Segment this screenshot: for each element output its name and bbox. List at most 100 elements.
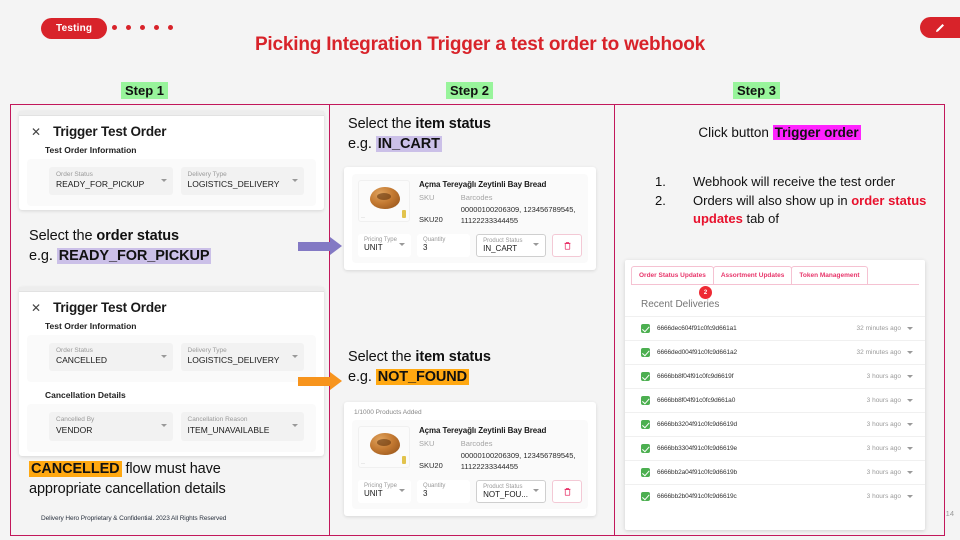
product-card-in-cart: — Açma Tereyağlı Zeytinli Bay Bread SKU …	[344, 167, 596, 270]
status-check-icon	[641, 396, 650, 405]
image-corner-label: —	[361, 214, 365, 219]
table-row[interactable]: 6666bb2a04f91c0fc9d6619b 3 hours ago	[625, 460, 925, 484]
annotation-line-1: Select the item status	[348, 115, 598, 135]
tab-assortment-updates[interactable]: Assortment Updates	[712, 266, 793, 284]
field-value: 3	[423, 242, 428, 252]
delete-product-button[interactable]	[552, 479, 582, 503]
page-number: 14	[945, 509, 954, 518]
highlight-ready-for-pickup: READY_FOR_PICKUP	[56, 247, 212, 264]
arrow-head	[330, 237, 342, 255]
chevron-down-icon[interactable]	[907, 447, 913, 450]
list-text-pre: Orders will also show up in	[693, 193, 852, 209]
cancelled-by-select[interactable]: Cancelled By VENDOR	[49, 412, 173, 441]
products-added-counter: 1/1000 Products Added	[354, 409, 422, 416]
annotation-bold: item status	[415, 349, 491, 365]
instruction-text: Click button	[698, 125, 773, 140]
highlight-trigger-order: Trigger order	[772, 125, 861, 140]
annotation-line-1: Select the item status	[348, 348, 598, 368]
product-name: Açma Tereyağlı Zeytinli Bay Bread	[419, 426, 547, 435]
image-corner-marker	[402, 210, 406, 218]
panel-step-1: ✕ Trigger Test Order Test Order Informat…	[10, 104, 330, 536]
step-label-2: Step 2	[446, 82, 494, 99]
pricing-type-select[interactable]: Pricing Type UNIT	[358, 233, 412, 257]
tab-token-management[interactable]: Token Management	[791, 266, 868, 284]
annotation-line-1: CANCELLED flow must have	[29, 460, 319, 480]
card-topbar	[19, 111, 324, 116]
trigger-test-order-card-a: ✕ Trigger Test Order Test Order Informat…	[19, 111, 324, 211]
pricing-type-select[interactable]: Pricing Type UNIT	[358, 479, 412, 503]
delivery-time: 3 hours ago	[866, 469, 901, 476]
field-label: Order Status	[56, 171, 93, 178]
chevron-down-icon	[533, 243, 539, 247]
dot	[168, 25, 173, 30]
table-row[interactable]: 6666dec604f91c0fc9d661a1 32 minutes ago	[625, 316, 925, 340]
list-text-post: tab of	[742, 210, 779, 226]
delivery-type-select[interactable]: Delivery Type LOGISTICS_DELIVERY	[180, 167, 304, 196]
table-row[interactable]: 6666ded004f91c0fc9d661a2 32 minutes ago	[625, 340, 925, 364]
chevron-down-icon	[533, 489, 539, 493]
chevron-down-icon[interactable]	[907, 327, 913, 330]
field-label: Quantity	[423, 482, 446, 489]
delivery-type-select[interactable]: Delivery Type LOGISTICS_DELIVERY	[180, 343, 304, 372]
table-row[interactable]: 6666bb2b04f91c0fc9d6619c 3 hours ago	[625, 484, 925, 508]
delivery-id: 6666bb2b04f91c0fc9d6619c	[657, 493, 737, 500]
order-status-select[interactable]: Order Status READY_FOR_PICKUP	[49, 167, 173, 196]
barcodes-column: Barcodes 00000100206309, 123456789545, 1…	[461, 192, 582, 227]
annotation-line-2: e.g. NOT_FOUND	[348, 368, 598, 388]
fields-group-cancellation: Cancelled By VENDOR Cancellation Reason …	[27, 404, 316, 452]
status-check-icon	[641, 324, 650, 333]
cancellation-reason-select[interactable]: Cancellation Reason ITEM_UNAVAILABLE	[180, 412, 304, 441]
table-row[interactable]: 6666bb3204f91c0fc9d6619d 3 hours ago	[625, 412, 925, 436]
field-label: Order Status	[56, 347, 93, 354]
step-label-1: Step 1	[121, 82, 169, 99]
list-number: 1.	[655, 174, 666, 189]
order-status-select[interactable]: Order Status CANCELLED	[49, 343, 173, 372]
close-icon[interactable]: ✕	[31, 124, 42, 139]
chevron-down-icon[interactable]	[907, 423, 913, 426]
field-value: UNIT	[364, 488, 383, 498]
field-value: LOGISTICS_DELIVERY	[187, 355, 280, 366]
sku-value: SKU20	[419, 460, 443, 470]
annotation-line-2: e.g. READY_FOR_PICKUP	[29, 247, 319, 267]
chevron-down-icon	[292, 179, 298, 183]
status-check-icon	[641, 372, 650, 381]
section-title: Test Order Information	[45, 145, 137, 155]
chevron-down-icon[interactable]	[907, 351, 913, 354]
tab-order-status-updates[interactable]: Order Status Updates	[631, 266, 714, 284]
sku-column: SKU SKU20	[419, 192, 443, 227]
arrow-shaft	[298, 241, 330, 251]
quantity-input[interactable]: Quantity 3	[417, 479, 471, 503]
delete-product-button[interactable]	[552, 233, 582, 257]
chevron-down-icon[interactable]	[907, 495, 913, 498]
step-label-3: Step 3	[733, 82, 781, 99]
chevron-down-icon[interactable]	[907, 375, 913, 378]
quantity-input[interactable]: Quantity 3	[417, 233, 471, 257]
dot	[126, 25, 131, 30]
product-card-not-found: 1/1000 Products Added — Açma Tereyağlı Z…	[344, 402, 596, 516]
card-title: Trigger Test Order	[53, 124, 167, 139]
table-row[interactable]: 6666bb8f04f91c0fc9d661a0 3 hours ago	[625, 388, 925, 412]
pen-icon-tab[interactable]	[920, 17, 960, 38]
card-header: ✕ Trigger Test Order	[19, 116, 324, 139]
close-icon[interactable]: ✕	[31, 300, 42, 315]
section-title: Test Order Information	[45, 321, 137, 331]
product-status-select[interactable]: Product Status IN_CART	[476, 233, 546, 257]
pen-icon	[936, 23, 944, 32]
table-row[interactable]: 6666bb3304f91c0fc9d6619e 3 hours ago	[625, 436, 925, 460]
status-check-icon	[641, 444, 650, 453]
panel-step-3: Click button Trigger order 1. Webhook wi…	[615, 104, 945, 536]
tab-bar: Order Status Updates Assortment Updates …	[625, 260, 925, 284]
image-corner-label: —	[361, 460, 365, 465]
delivery-id: 6666dec604f91c0fc9d661a1	[657, 325, 737, 332]
product-detail-block: — Açma Tereyağlı Zeytinli Bay Bread SKU …	[352, 420, 588, 509]
barcodes-header: Barcodes	[460, 193, 493, 202]
annotation-bold: item status	[415, 116, 491, 132]
delivery-id: 6666bb2a04f91c0fc9d6619b	[657, 469, 738, 476]
chevron-down-icon[interactable]	[907, 399, 913, 402]
table-row[interactable]: 6666bb8f04f91c0fc9d6619f 3 hours ago	[625, 364, 925, 388]
field-row: Order Status READY_FOR_PICKUP Delivery T…	[27, 160, 316, 205]
testing-badge: Testing	[41, 18, 108, 39]
bread-illustration	[370, 433, 400, 455]
chevron-down-icon[interactable]	[907, 471, 913, 474]
product-status-select[interactable]: Product Status NOT_FOU...	[476, 479, 546, 503]
